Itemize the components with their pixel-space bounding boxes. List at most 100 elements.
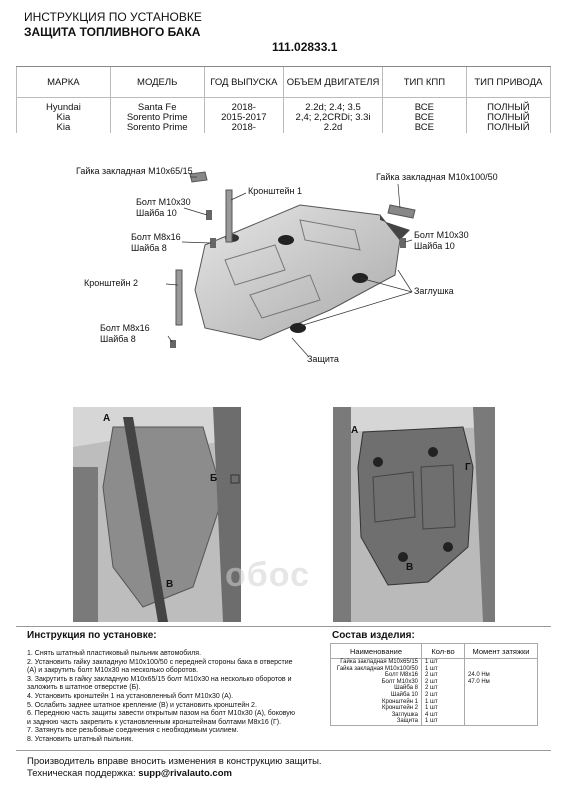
instruction-line: 8. Установить штатный пыльник. — [27, 735, 134, 743]
instruction-line: 7. Затянуть все резьбовые соединения с н… — [27, 727, 239, 735]
cell: 2 шт — [421, 678, 465, 686]
cell: 2 шт — [421, 691, 465, 699]
guard-plate-shape — [194, 204, 401, 341]
col-engine: ОБЪЕМ ДВИГАТЕЛЯ — [282, 67, 384, 98]
cell — [464, 705, 538, 712]
label-plug: Заглушка — [414, 286, 454, 296]
label-bolt-m10x30-right: Болт М10х30 — [414, 230, 469, 240]
assembly-diagram: Гайка закладная М10х65/15 Гайка закладна… — [0, 160, 565, 385]
marker-g: Г — [465, 462, 471, 473]
col-drive: ТИП ПРИВОДА — [465, 67, 552, 98]
cell: 1 шт — [421, 658, 465, 666]
table-row: Kia Sorento Prime 2015-2017 2,4; 2,2CRDi… — [16, 113, 552, 123]
cell: Kia — [16, 123, 111, 133]
instruction-line: 6. Переднюю часть защиты завести открыты… — [27, 710, 296, 718]
assembly-drawing — [165, 171, 416, 357]
parts-table: Наименование Кол-во Момент затяжки Гайка… — [330, 643, 538, 726]
cell: Гайка закладная М10х100/50 — [330, 665, 422, 673]
cell: Защита — [330, 718, 422, 726]
label-bolt-m8x16-a: Болт М8х16 — [131, 232, 181, 242]
instructions-list: 1. Снять штатный пластиковый пыльник авт… — [27, 650, 295, 745]
divider — [16, 626, 551, 627]
instruction-line: заложить в штатное отверстие (Б). — [27, 684, 141, 692]
cell: ВСЕ — [382, 97, 467, 113]
cell: ПОЛНЫЙ — [465, 123, 552, 133]
cell: 47.0 Нм — [464, 678, 538, 686]
instruction-line: 5. Ослабить заднее штатное крепление (В)… — [27, 701, 257, 709]
instruction-line: (А) и закрутить болт М10х30 на несколько… — [27, 667, 199, 675]
cell: 2 шт — [421, 685, 465, 692]
col-year: ГОД ВЫПУСКА — [203, 67, 284, 98]
cell: 1 шт — [421, 718, 465, 726]
cell — [464, 698, 538, 706]
divider — [16, 750, 551, 751]
cell: Заглушка — [330, 711, 422, 719]
bolt-shape — [400, 238, 406, 248]
photo-after-install: А Г В — [333, 407, 495, 622]
cell: Hyundai — [16, 97, 111, 113]
part-number: 111.02833.1 — [272, 40, 338, 54]
cell — [464, 685, 538, 692]
label-bolt-m10x30-left: Болт М10х30 — [136, 197, 191, 207]
table-row: Kia Sorento Prime 2018- 2.2d ВСЕ ПОЛНЫЙ — [16, 123, 552, 133]
cell: Болт М8х16 — [330, 672, 422, 679]
cell: Sorento Prime — [109, 123, 205, 133]
footer-support: Техническая поддержка: supp@rivalauto.co… — [27, 768, 322, 780]
table-top-rule — [16, 66, 551, 67]
col-torque: Момент затяжки — [464, 643, 538, 659]
bolt-shape — [210, 238, 216, 248]
label-bolt-m8x16-b: Болт М8х16 — [100, 323, 150, 333]
label-washer-8-a: Шайба 8 — [131, 243, 167, 253]
label-washer-8-b: Шайба 8 — [100, 334, 136, 344]
plug-shape — [278, 235, 294, 245]
title-line-2: ЗАЩИТА ТОПЛИВНОГО БАКА — [24, 25, 201, 39]
cell — [464, 691, 538, 699]
cell: Шайба 8 — [330, 685, 422, 692]
bracket-2-shape — [175, 269, 183, 326]
cell: 2,4; 2,2CRDi; 3.3i — [282, 113, 384, 123]
label-washer-10-left: Шайба 10 — [136, 208, 177, 218]
cell: 1 шт — [421, 698, 465, 706]
cell: ВСЕ — [382, 123, 467, 133]
instruction-line: 3. Закрутить в гайку закладную М10х65/15… — [27, 675, 292, 683]
col-brand: МАРКА — [16, 67, 111, 98]
col-gearbox: ТИП КПП — [382, 67, 467, 98]
col-model: МОДЕЛЬ — [109, 67, 205, 98]
label-guard: Защита — [307, 354, 339, 364]
cell: 2 шт — [421, 672, 465, 679]
marker-v-after: В — [406, 562, 414, 573]
cell: Гайка закладная М10х65/15 — [330, 658, 422, 666]
cell: Кронштейн 2 — [330, 705, 422, 712]
instruction-line: 2. Установить гайку закладную М10х100/50… — [27, 658, 293, 666]
footer-notice: Производитель вправе вносить изменения в… — [27, 756, 322, 767]
cell: 2.2d; 2.4; 3.5 — [282, 97, 384, 113]
col-name: Наименование — [330, 643, 422, 659]
label-nut-m10x100: Гайка закладная М10х100/50 — [376, 172, 498, 182]
cell: 1 шт — [421, 665, 465, 673]
bolt-shape — [206, 210, 212, 220]
marker-a-after: А — [351, 425, 359, 436]
label-bracket-1: Кронштейн 1 — [248, 186, 302, 196]
cell: 1 шт — [421, 705, 465, 712]
cell — [464, 658, 538, 666]
title-line-1: ИНСТРУКЦИЯ ПО УСТАНОВКЕ — [24, 10, 202, 24]
watermark: обос — [225, 556, 310, 594]
cell: 2018- — [203, 123, 284, 133]
document-header: ИНСТРУКЦИЯ ПО УСТАНОВКЕ ЗАЩИТА ТОПЛИВНОГ… — [24, 10, 202, 40]
cell — [464, 711, 538, 719]
instruction-line: 1. Снять штатный пластиковый пыльник авт… — [27, 650, 202, 657]
support-email-link[interactable]: supp@rivalauto.com — [138, 768, 232, 779]
table-row: Hyundai Santa Fe 2018- 2.2d; 2.4; 3.5 ВС… — [16, 97, 552, 113]
instruction-line: и заднюю часть закрепить к установленным… — [27, 718, 282, 726]
cell: 2.2d — [282, 123, 384, 133]
nut-shape — [387, 204, 416, 219]
bracket-1-shape — [225, 189, 233, 243]
marker-b: Б — [210, 473, 218, 484]
label-nut-m10x65: Гайка закладная М10х65/15 — [76, 166, 193, 176]
photo-before-install: А Б В — [73, 407, 241, 622]
